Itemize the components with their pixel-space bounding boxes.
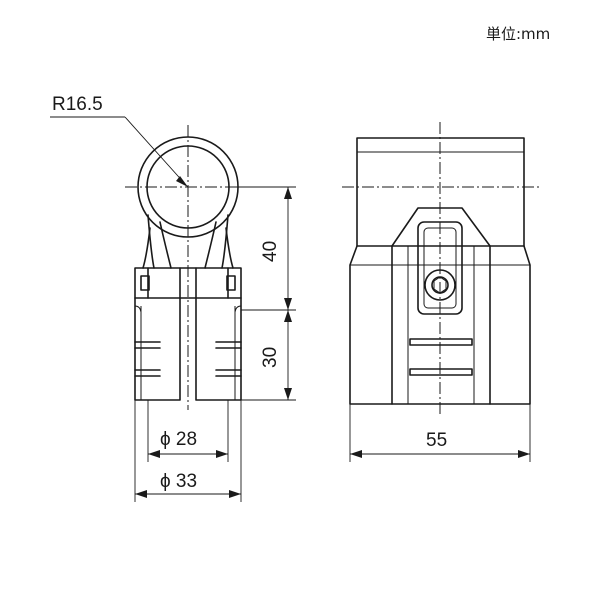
height-lower-label: 30: [260, 347, 281, 368]
height-upper-label: 40: [260, 241, 281, 262]
radius-callout: R16.5: [50, 94, 188, 187]
side-view: [125, 125, 252, 410]
neck-right-outer: [221, 214, 229, 269]
width-label: 55: [426, 430, 447, 451]
front-slot-1: [409, 338, 473, 346]
front-view: [342, 122, 540, 414]
front-boss: [391, 207, 491, 247]
front-slot-2: [409, 368, 473, 376]
neck-left-outer: [147, 214, 155, 269]
height-dimensions: 40 30: [236, 186, 296, 401]
diameter-dimensions: ϕ 28 ϕ 33: [134, 400, 242, 502]
width-dimension: 55: [349, 404, 531, 462]
neck-left-inner: [159, 221, 172, 269]
body-right: [195, 297, 242, 401]
unit-label: 単位:mm: [486, 25, 550, 43]
neck-right-inner: [204, 221, 217, 269]
body-left: [134, 297, 181, 401]
radius-label: R16.5: [52, 94, 103, 115]
dia-inner-label: ϕ 28: [160, 429, 197, 450]
dia-outer-label: ϕ 33: [160, 471, 197, 492]
